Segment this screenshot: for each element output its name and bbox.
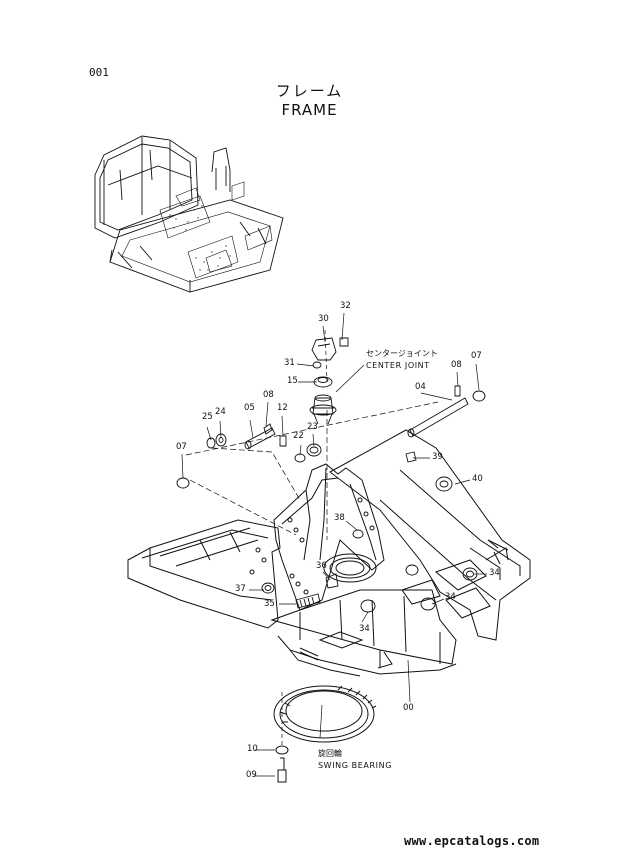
swing-bearing bbox=[274, 686, 376, 782]
page-number: 001 bbox=[89, 66, 109, 79]
callout-09: 09 bbox=[246, 770, 257, 780]
callout-10: 10 bbox=[247, 744, 258, 754]
main-frame bbox=[128, 430, 530, 676]
callout-34-middle: 34 bbox=[445, 592, 456, 602]
callout-08-right: 08 bbox=[451, 360, 462, 370]
callout-32: 32 bbox=[340, 301, 351, 311]
callout-34-right: 34 bbox=[489, 568, 500, 578]
callout-15: 15 bbox=[287, 376, 298, 386]
center-joint-label-jp: センタージョイント bbox=[366, 349, 438, 358]
callout-22: 22 bbox=[293, 431, 304, 441]
swing-bearing-label-jp: 旋回輪 bbox=[318, 749, 342, 758]
callout-08-left: 08 bbox=[263, 390, 274, 400]
callout-38: 38 bbox=[334, 513, 345, 523]
callout-39: 39 bbox=[432, 452, 443, 462]
callout-40: 40 bbox=[472, 474, 483, 484]
callout-30: 30 bbox=[318, 314, 329, 324]
callout-31: 31 bbox=[284, 358, 295, 368]
callout-25: 25 bbox=[202, 412, 213, 422]
callout-37: 37 bbox=[235, 584, 246, 594]
callout-36: 36 bbox=[316, 561, 327, 571]
callout-23: 23 bbox=[307, 422, 318, 432]
callout-34-center: 34 bbox=[359, 624, 370, 634]
callout-00: 00 bbox=[403, 703, 414, 713]
callout-05: 05 bbox=[244, 403, 255, 413]
center-joint-label-en: CENTER JOINT bbox=[366, 361, 430, 370]
callout-07-right: 07 bbox=[471, 351, 482, 361]
callout-12: 12 bbox=[277, 403, 288, 413]
title-japanese: フレーム bbox=[275, 82, 344, 100]
watermark-url: www.epcatalogs.com bbox=[404, 834, 540, 848]
swing-bearing-label-en: SWING BEARING bbox=[318, 761, 392, 770]
callout-04: 04 bbox=[415, 382, 426, 392]
title-english: FRAME bbox=[281, 101, 338, 119]
callout-35: 35 bbox=[264, 599, 275, 609]
callout-24: 24 bbox=[215, 407, 226, 417]
small-parts bbox=[177, 338, 485, 491]
frame-mounted-parts bbox=[262, 530, 477, 612]
excavator-key-view bbox=[95, 136, 283, 292]
callout-07-left: 07 bbox=[176, 442, 187, 452]
leader-lines bbox=[182, 313, 487, 776]
